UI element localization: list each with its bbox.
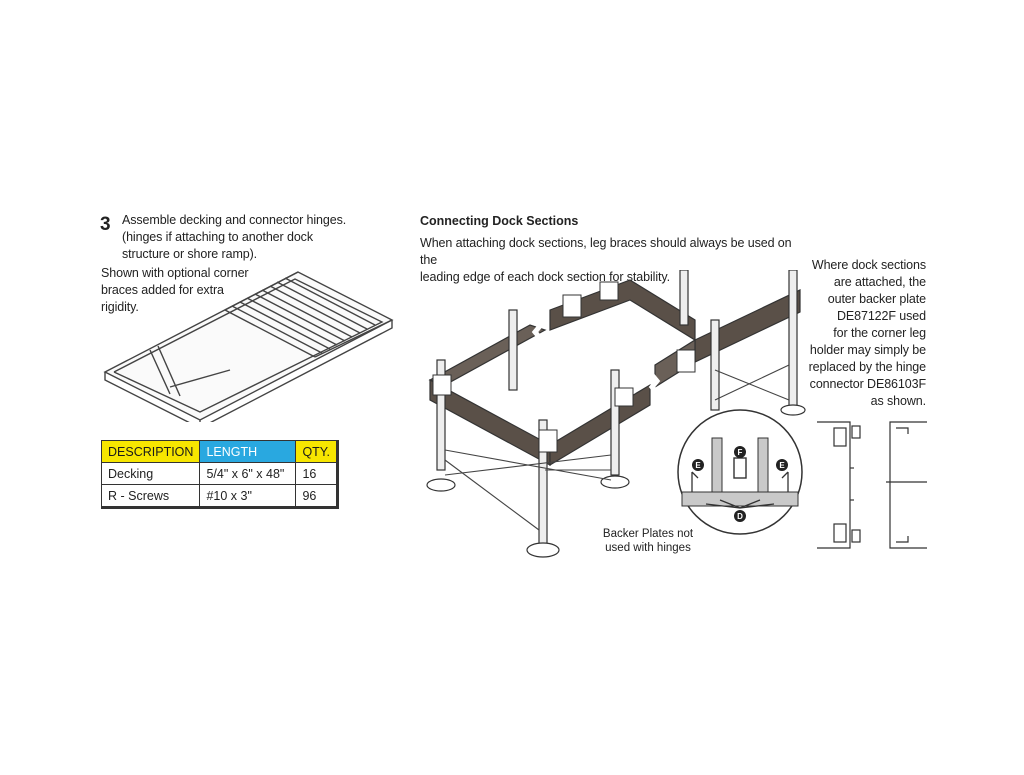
- side-note: Where dock sections are attached, the ou…: [790, 257, 927, 410]
- detail-label-e-right: E: [779, 461, 785, 470]
- step-note-line: braces added for extra: [101, 283, 224, 297]
- detail-label-d: D: [737, 512, 743, 521]
- side-note-line: as shown.: [870, 394, 926, 408]
- step-instructions: Assemble decking and connector hinges. (…: [122, 212, 352, 263]
- column-header-length: LENGTH: [199, 440, 297, 463]
- table-row: R - Screws #10 x 3" 96: [100, 484, 339, 509]
- step-line: Assemble decking and connector hinges.: [122, 213, 347, 227]
- cell-length: #10 x 3": [199, 484, 297, 509]
- section-title: Connecting Dock Sections: [420, 214, 579, 228]
- step-note-line: rigidity.: [101, 300, 139, 314]
- column-header-qty: QTY.: [295, 440, 339, 463]
- side-note-line: Where dock sections: [811, 258, 926, 272]
- cell-description: Decking: [100, 462, 201, 485]
- section-body: When attaching dock sections, leg braces…: [420, 235, 800, 286]
- step-line: structure or shore ramp).: [122, 247, 258, 261]
- step-note-line: Shown with optional corner: [101, 266, 249, 280]
- side-note-line: outer backer plate: [827, 292, 926, 306]
- dock-sections-illustration: [426, 270, 806, 558]
- table-row: Decking 5/4" x 6" x 48" 16: [100, 462, 339, 485]
- caption-line: used with hinges: [605, 542, 691, 554]
- section-body-line: When attaching dock sections, leg braces…: [420, 236, 792, 267]
- side-note-line: connector DE86103F: [809, 377, 926, 391]
- side-note-line: DE87122F used: [836, 309, 926, 323]
- side-note-line: are attached, the: [833, 275, 926, 289]
- side-note-line: holder may simply be: [809, 343, 926, 357]
- caption-line: Backer Plates not: [602, 528, 694, 540]
- table-header-row: DESCRIPTION LENGTH QTY.: [100, 440, 339, 463]
- cell-description: R - Screws: [100, 484, 201, 509]
- side-note-line: for the corner leg: [833, 326, 926, 340]
- connector-plan-diagram: [817, 421, 927, 549]
- cell-qty: 96: [295, 484, 339, 509]
- detail-label-f: F: [738, 448, 743, 457]
- hinge-detail-callout: E F E D: [677, 409, 803, 535]
- cell-qty: 16: [295, 462, 339, 485]
- side-note-line: replaced by the hinge: [808, 360, 927, 374]
- caption: Backer Plates not used with hinges: [600, 527, 696, 555]
- parts-table: DESCRIPTION LENGTH QTY. Decking 5/4" x 6…: [100, 440, 339, 509]
- decking-illustration: [103, 271, 394, 422]
- cell-length: 5/4" x 6" x 48": [199, 462, 297, 485]
- step-line: (hinges if attaching to another dock: [122, 230, 313, 244]
- step-number: 3: [100, 214, 111, 235]
- detail-label-e-left: E: [695, 461, 701, 470]
- column-header-description: DESCRIPTION: [100, 440, 201, 463]
- section-body-line: leading edge of each dock section for st…: [420, 270, 670, 284]
- step-note: Shown with optional corner braces added …: [101, 265, 281, 316]
